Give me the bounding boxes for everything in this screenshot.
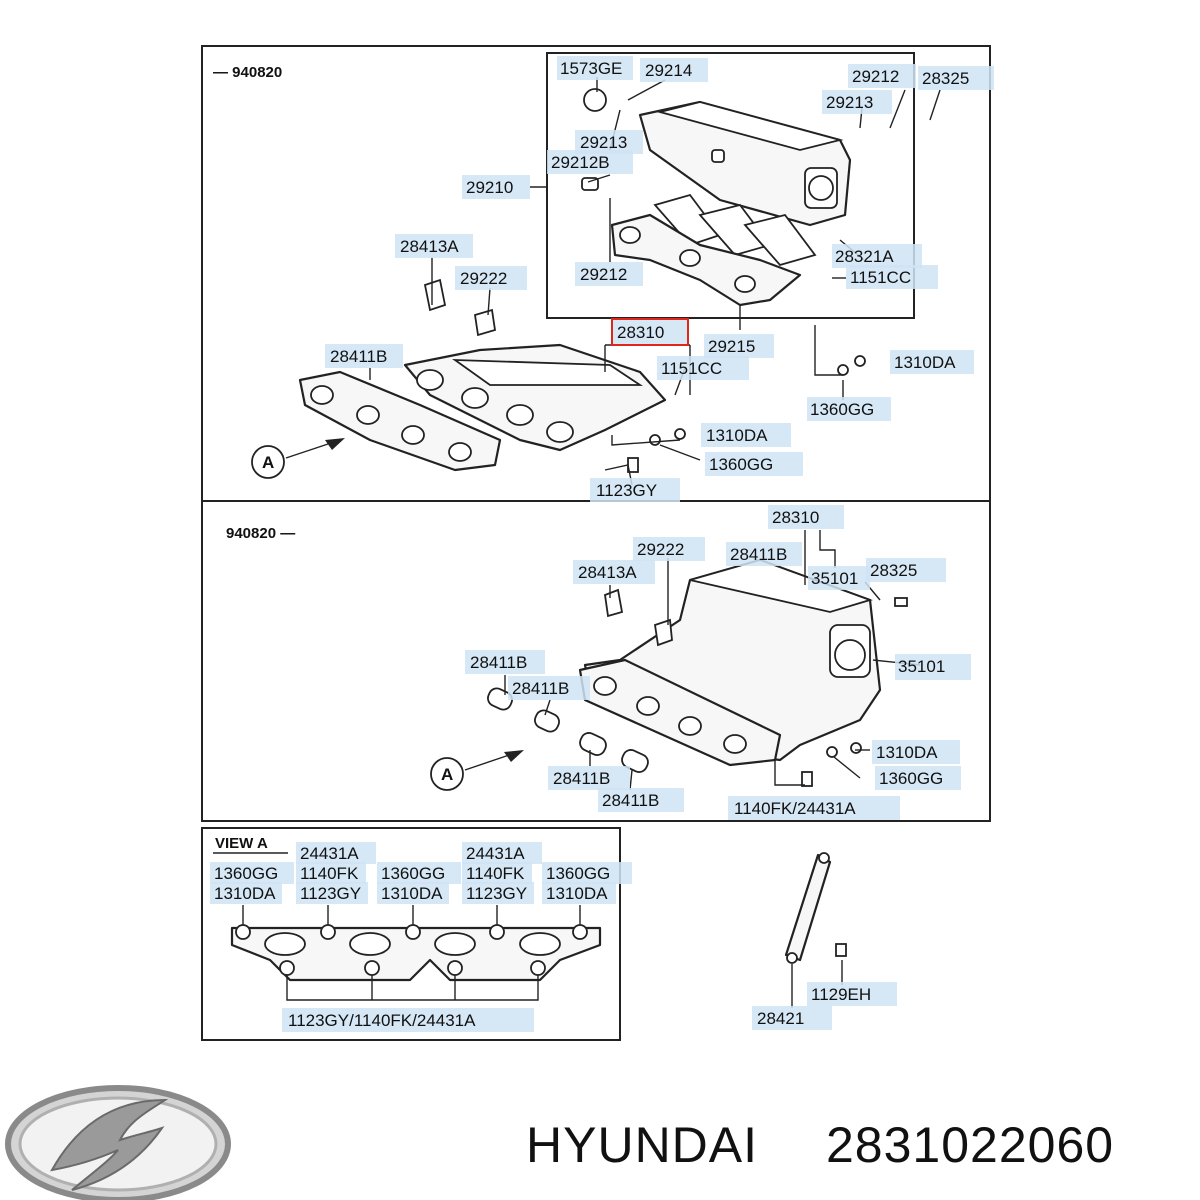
- label-28421: 28421: [757, 1009, 804, 1028]
- label-28310-selected: 28310: [617, 323, 664, 342]
- bracket-28413a-top: [423, 278, 447, 312]
- label-1310da-top: 1310DA: [706, 426, 768, 445]
- label-29222-top: 29222: [460, 269, 507, 288]
- label-view-1310da-1: 1310DA: [214, 884, 276, 903]
- label-1310da-top-right: 1310DA: [894, 353, 956, 372]
- label-29210: 29210: [466, 178, 513, 197]
- label-28325-top: 28325: [922, 69, 969, 88]
- insulator-2: [534, 709, 560, 733]
- label-view-24431a-left: 24431A: [300, 844, 359, 863]
- view-a-arrow-top: A: [251, 438, 345, 479]
- label-view-1123gy-left: 1123GY: [300, 884, 361, 903]
- label-1151cc-lower: 1151CC: [661, 359, 722, 378]
- label-1360gg-top: 1360GG: [709, 455, 773, 474]
- label-view-1360gg-1: 1360GG: [214, 864, 278, 883]
- stay-bracket-28421: [784, 852, 847, 964]
- label-28411b-middle-1: 28411B: [470, 653, 527, 672]
- label-view-1310da-3: 1310DA: [546, 884, 608, 903]
- svg-text:A: A: [441, 765, 453, 784]
- section-label-before: — 940820: [213, 64, 282, 81]
- washer-top-1: [649, 434, 661, 446]
- label-28310-middle: 28310: [772, 508, 819, 527]
- nut-middle: [850, 742, 862, 754]
- part-labels: 1573GE 29214 29212 28325 29213 29213 292…: [214, 59, 969, 1030]
- label-28413a-top: 28413A: [400, 237, 459, 256]
- view-a-title: VIEW A: [215, 835, 268, 852]
- brand-name: HYUNDAI: [526, 1117, 758, 1173]
- label-28411b-middle-4: 28411B: [602, 791, 659, 810]
- intake-manifold-assembly: [578, 558, 882, 767]
- label-view-1360gg-3: 1360GG: [546, 864, 610, 883]
- label-28321a: 28321A: [835, 247, 894, 266]
- label-view-1360gg-2: 1360GG: [381, 864, 445, 883]
- svg-text:A: A: [262, 453, 274, 472]
- bracket-29222-top: [473, 308, 497, 337]
- label-28413a-middle: 28413A: [578, 563, 637, 582]
- label-29222-middle: 29222: [637, 540, 684, 559]
- bolt-middle: [801, 771, 813, 787]
- label-1573ge: 1573GE: [560, 59, 622, 78]
- sensor-28325-middle: [894, 597, 908, 607]
- label-29212b: 29212B: [551, 153, 610, 172]
- label-29212-lower: 29212: [580, 265, 627, 284]
- label-29213-right: 29213: [826, 93, 873, 112]
- label-view-1310da-2: 1310DA: [381, 884, 443, 903]
- section-label-after: 940820 —: [226, 525, 295, 542]
- label-1360gg-middle: 1360GG: [879, 769, 943, 788]
- label-1123gy-top: 1123GY: [596, 481, 657, 500]
- nut-top-2: [854, 355, 866, 367]
- label-view-1140fk-left: 1140FK: [300, 864, 359, 883]
- label-highlights: [210, 56, 994, 1032]
- label-35101-top: 35101: [811, 569, 858, 588]
- label-29212-top-right: 29212: [852, 67, 899, 86]
- label-view-bottom: 1123GY/1140FK/24431A: [288, 1011, 476, 1030]
- label-28411b-middle-3: 28411B: [553, 769, 610, 788]
- label-1140fk-24431a: 1140FK/24431A: [734, 799, 856, 818]
- nut-top-1: [674, 428, 686, 440]
- intake-plenum-top: [581, 88, 852, 267]
- label-view-1140fk-right: 1140FK: [466, 864, 525, 883]
- label-29214: 29214: [645, 61, 692, 80]
- label-28411b-middle-2: 28411B: [512, 679, 569, 698]
- insulator-1: [487, 687, 513, 711]
- washer-top-2: [837, 364, 849, 376]
- view-a-gasket: [230, 924, 602, 982]
- label-1360gg-top-right: 1360GG: [810, 400, 874, 419]
- view-a-arrow-middle: A: [430, 750, 524, 791]
- label-view-1123gy-right: 1123GY: [466, 884, 527, 903]
- selected-part-outline: [611, 318, 689, 346]
- label-28325-middle: 28325: [870, 561, 917, 580]
- label-28411b-middle-top: 28411B: [730, 545, 787, 564]
- bracket-29222-middle: [653, 618, 673, 647]
- plenum-gasket-top: [610, 213, 802, 307]
- label-29213-left: 29213: [580, 133, 627, 152]
- label-view-24431a-right: 24431A: [466, 844, 525, 863]
- label-29215: 29215: [708, 337, 755, 356]
- bracket-28413a-middle: [604, 588, 624, 618]
- washer-middle: [826, 746, 838, 758]
- label-35101-right: 35101: [898, 657, 945, 676]
- label-1151cc-upper: 1151CC: [850, 268, 911, 287]
- intake-manifold-lower: [403, 343, 667, 452]
- label-1310da-middle: 1310DA: [876, 743, 938, 762]
- label-1129eh: 1129EH: [811, 985, 871, 1004]
- part-number: 2831022060: [826, 1117, 1114, 1173]
- manifold-gasket-top: [298, 370, 502, 472]
- leader-lines: [242, 77, 941, 1008]
- hyundai-logo: [5, 1085, 231, 1200]
- label-28411b-top: 28411B: [330, 347, 387, 366]
- insulator-3: [579, 732, 607, 756]
